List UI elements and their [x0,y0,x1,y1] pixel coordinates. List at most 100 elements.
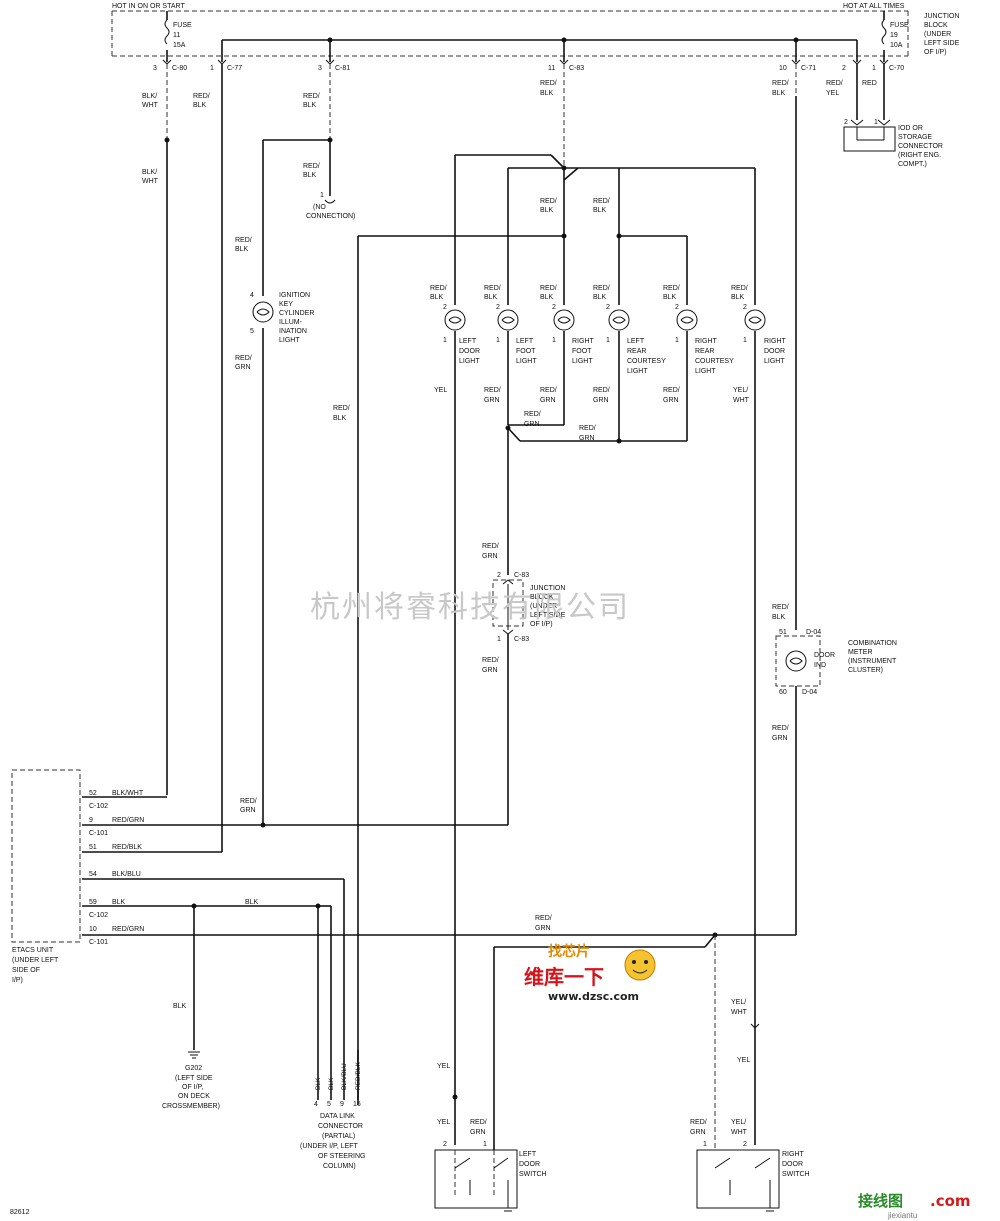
svg-text:ETACS UNIT: ETACS UNIT [12,947,54,954]
svg-text:RED/: RED/ [524,411,541,418]
svg-text:BLK: BLK [333,415,347,422]
svg-text:GRN: GRN [470,1129,486,1136]
svg-text:9: 9 [89,817,93,824]
svg-text:YEL: YEL [434,387,447,394]
svg-text:1: 1 [675,337,679,344]
svg-text:2: 2 [743,304,747,311]
svg-text:GRN: GRN [484,397,500,404]
svg-text:WHT: WHT [733,397,750,404]
svg-text:(LEFT SIDE: (LEFT SIDE [175,1075,213,1082]
svg-text:(NO: (NO [313,204,326,211]
svg-text:FOOT: FOOT [516,348,536,355]
svg-text:GRN: GRN [593,397,609,404]
svg-text:BLK: BLK [731,294,745,301]
svg-text:GRN: GRN [690,1129,706,1136]
svg-text:IND: IND [814,662,826,669]
svg-text:RED/: RED/ [540,285,557,292]
svg-text:GRN: GRN [240,807,256,814]
svg-text:找芯片: 找芯片 [548,943,590,960]
data-link-connector: BLK BLK BLK/BLU RED/BLK 4 5 9 16 DATA LI… [300,1062,365,1170]
svg-text:C-83: C-83 [514,572,529,579]
svg-text:BLK: BLK [245,899,259,906]
svg-text:BLK: BLK [303,102,317,109]
svg-text:GRN: GRN [535,925,551,932]
svg-text:C-102: C-102 [89,803,108,810]
svg-text:1: 1 [443,337,447,344]
svg-text:RED/: RED/ [540,387,557,394]
svg-text:YEL/: YEL/ [733,387,748,394]
svg-text:GRN: GRN [579,435,595,442]
svg-text:BLK/: BLK/ [142,93,157,100]
svg-text:SWITCH: SWITCH [782,1171,810,1178]
figure-id: 82612 [10,1209,30,1216]
svg-text:STORAGE: STORAGE [898,134,932,141]
svg-text:10A: 10A [890,42,903,49]
svg-text:1: 1 [320,192,324,199]
svg-text:(UNDER LEFT: (UNDER LEFT [12,957,59,964]
svg-text:BLK/BLU: BLK/BLU [341,1063,348,1090]
svg-text:15A: 15A [173,42,186,49]
svg-text:SWITCH: SWITCH [519,1171,547,1178]
svg-text:BLK: BLK [540,90,554,97]
svg-text:CLUSTER): CLUSTER) [848,667,883,674]
svg-text:FUSE: FUSE [173,22,192,29]
svg-text:DOOR: DOOR [782,1161,803,1168]
svg-text:ILLUM-: ILLUM- [279,319,303,326]
svg-text:OF I/P): OF I/P) [530,621,553,628]
svg-text:GRN: GRN [540,397,556,404]
top-connectors: 3 C-80 1 C-77 3 C-81 11 C-83 10 C-71 2 1… [153,65,904,72]
svg-text:2: 2 [497,572,501,579]
svg-text:RED/: RED/ [482,543,499,550]
svg-text:3: 3 [153,65,157,72]
svg-text:LEFT SIDE: LEFT SIDE [530,612,566,619]
svg-text:G202: G202 [185,1065,202,1072]
svg-text:C-101: C-101 [89,830,108,837]
svg-text:GRN: GRN [482,553,498,560]
svg-text:BLK: BLK [593,207,607,214]
svg-text:RED/GRN: RED/GRN [112,926,144,933]
right-door-switch: 1 2 RIGHT DOOR SWITCH [696,1141,810,1212]
hot-run-label: HOT IN ON OR START [112,3,185,10]
svg-text:BLK: BLK [173,1003,187,1010]
etacs-unit: ETACS UNIT (UNDER LEFT SIDE OF I/P) [11,769,81,984]
svg-text:BLK: BLK [193,102,207,109]
svg-text:DOOR: DOOR [764,348,785,355]
svg-text:(INSTRUMENT: (INSTRUMENT [848,658,897,665]
svg-text:GRN: GRN [772,735,788,742]
svg-text:INATION: INATION [279,328,307,335]
svg-text:C-83: C-83 [569,65,584,72]
svg-text:OF I/P,: OF I/P, [182,1084,203,1091]
svg-text:51: 51 [779,629,787,636]
svg-text:RED/: RED/ [193,93,210,100]
svg-text:BLK: BLK [303,172,317,179]
fuse-right: FUSE 19 10A [881,11,909,49]
svg-text:RED/: RED/ [240,798,257,805]
svg-text:RED/: RED/ [235,355,252,362]
svg-text:CROSSMEMBER): CROSSMEMBER) [162,1103,220,1110]
svg-text:COLUMN): COLUMN) [323,1163,356,1170]
header-rail: HOT IN ON OR START HOT AT ALL TIMES [111,3,909,57]
svg-text:ON DECK: ON DECK [178,1093,210,1100]
svg-text:(UNDER: (UNDER [924,31,951,38]
svg-text:LIGHT: LIGHT [459,358,480,365]
svg-text:1: 1 [483,1141,487,1148]
svg-text:WHT: WHT [142,178,159,185]
svg-text:FUSE: FUSE [890,22,909,29]
svg-text:BLOCK: BLOCK [924,22,948,29]
svg-text:DOOR: DOOR [814,652,835,659]
svg-text:(RIGHT ENG.: (RIGHT ENG. [898,152,941,159]
svg-text:RED/: RED/ [303,93,320,100]
svg-text:COURTESY: COURTESY [627,358,666,365]
jiexiantu-logo: 接线图 .com jiexiantu [858,1192,971,1220]
svg-text:BLK: BLK [772,614,786,621]
watermark: 杭州将睿科技有限公司 [310,590,630,625]
svg-text:BLK/BLU: BLK/BLU [112,871,141,878]
svg-text:BLK: BLK [663,294,677,301]
svg-text:52: 52 [89,790,97,797]
svg-text:59: 59 [89,899,97,906]
svg-text:BLOCK: BLOCK [530,594,554,601]
svg-text:RED/: RED/ [593,387,610,394]
svg-text:RED/BLK: RED/BLK [355,1062,362,1090]
svg-text:LEFT: LEFT [459,338,477,345]
